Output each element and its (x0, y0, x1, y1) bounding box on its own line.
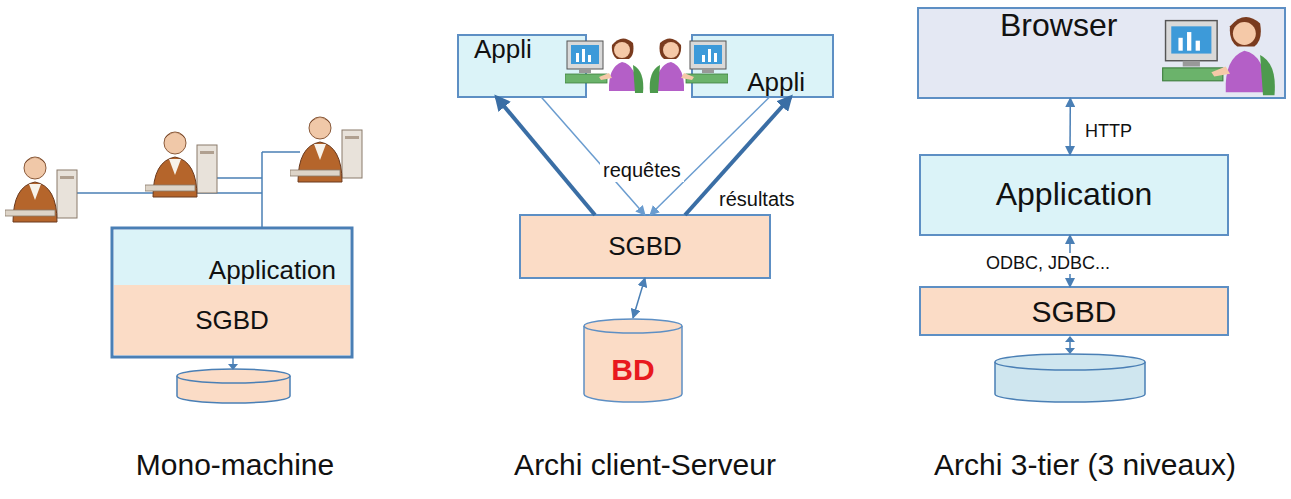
cylinder-top (584, 319, 682, 333)
user-icon (145, 132, 217, 197)
caption-label: Mono-machine (136, 448, 334, 483)
box-label: Application (996, 177, 1153, 212)
application-layer: Application (114, 230, 350, 285)
user-icon (1163, 17, 1275, 95)
cylinder-body (584, 326, 682, 402)
arrow-head (1065, 336, 1075, 354)
connector-label: ODBC, JDBC... (983, 253, 1113, 274)
client-app-box: Appli (458, 35, 586, 97)
user-icon (5, 157, 77, 222)
dbms-box: SGBD (520, 215, 770, 278)
application-box-shape (920, 155, 1228, 235)
browser-box: Browser (918, 8, 1285, 98)
machine-frame (112, 228, 352, 357)
arrow-connector (496, 97, 595, 215)
arrow-head (228, 364, 238, 370)
connector-label: résultats (716, 188, 798, 211)
application-layer-shape (114, 230, 350, 285)
box-label: BD (611, 353, 654, 386)
box-label: SGBD (195, 306, 269, 335)
disk-arrow (1069, 341, 1071, 348)
user-icon (565, 38, 643, 93)
dbms-box-shape (920, 287, 1228, 335)
application-box: Application (920, 155, 1228, 235)
caption-label: Archi client-Serveur (514, 448, 776, 483)
dbms-box-shape (520, 215, 770, 278)
browser-box-shape (918, 8, 1285, 98)
connector-label: HTTP (1082, 121, 1135, 142)
arrow-connector (541, 97, 645, 215)
dbms-layer: SGBD (114, 285, 350, 355)
connector-label: requêtes (600, 159, 684, 182)
client-app-box: Appli (692, 35, 833, 97)
box-label: SGBD (1031, 295, 1116, 328)
box-label: Appli (474, 35, 532, 64)
dbms-layer-shape (114, 285, 350, 355)
box-label: Browser (1000, 8, 1117, 43)
caption-label: Archi 3-tier (3 niveaux) (934, 448, 1236, 483)
user-icon (650, 38, 728, 93)
box-label: SGBD (608, 232, 682, 261)
arrow-connector (1069, 98, 1071, 155)
disk-cylinder (995, 354, 1145, 402)
box-label: Application (209, 256, 336, 285)
arrow-connector (633, 278, 645, 318)
user-icon (290, 117, 362, 182)
database-cylinder: BD (583, 318, 683, 402)
disk-cylinder (177, 369, 290, 403)
box-label: Appli (747, 68, 805, 97)
dbms-box: SGBD (920, 287, 1228, 335)
